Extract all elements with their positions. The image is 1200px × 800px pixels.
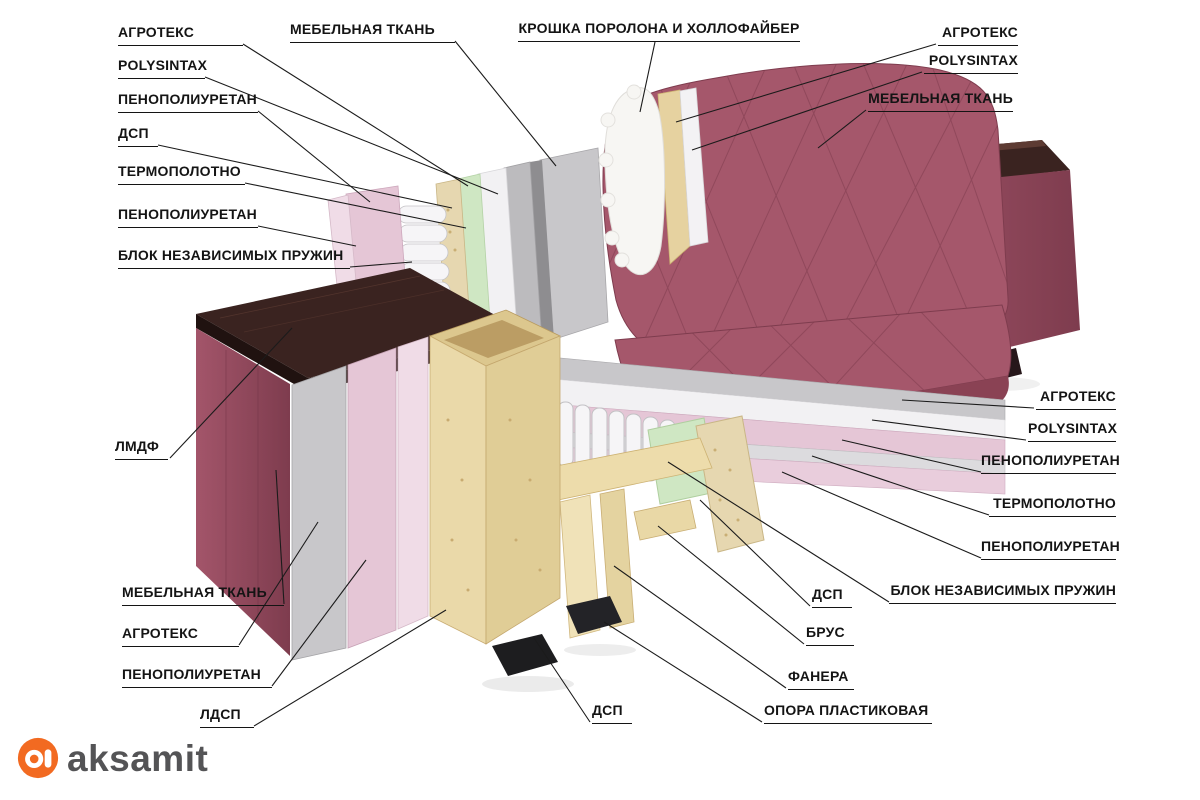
label-br-fanera: ФАНЕРА [788,668,854,690]
label-tr-polysintax: POLYSINTAX [924,52,1018,74]
plastic-foot-front [492,634,558,676]
label-tr-agroteks: АГРОТЕКС [938,24,1018,46]
label-tr-fabric: МЕБЕЛЬНАЯ ТКАНЬ [868,90,1013,112]
label-tl-foam-2: ПЕНОПОЛИУРЕТАН [118,206,258,228]
frame-board-right [599,488,635,629]
label-tc-filling: КРОШКА ПОРОЛОНА И ХОЛЛОФАЙБЕР [518,20,800,42]
label-r-polysintax: POLYSINTAX [1028,420,1117,442]
label-r-foam-2: ПЕНОПОЛИУРЕТАН [981,538,1120,560]
back-pillow-cutaway [598,84,709,276]
ldsp-box [429,309,561,645]
lmdf-wood-slab [196,268,522,378]
brand-logo-text: aksamit [67,737,209,779]
armrest-foam-light-layer [397,336,429,630]
label-tl-agroteks: АГРОТЕКС [118,24,243,46]
brand-logo: aksamit [16,736,208,780]
label-bc-support: ОПОРА ПЛАСТИКОВАЯ [764,702,932,724]
label-lmdf: ЛМДФ [115,438,168,460]
label-r-thermo: ТЕРМОПОЛОТНО [989,495,1116,517]
label-br-dsp: ДСП [812,586,852,608]
armrest-fabric-end [196,328,290,656]
label-bc-dsp: ДСП [592,702,632,724]
label-r-agroteks: АГРОТЕКС [1036,388,1116,410]
label-tl-dsp: ДСП [118,125,158,147]
label-bl-fabric: МЕБЕЛЬНАЯ ТКАНЬ [122,584,284,606]
label-tl-thermo: ТЕРМОПОЛОТНО [118,163,245,185]
pillow-filling [604,87,666,276]
pillow-polysintax-strip [679,87,709,247]
label-bl-agroteks: АГРОТЕКС [122,625,239,647]
timber-bar [633,499,697,541]
armrest-foam-layer [347,347,397,649]
label-bl-ldsp: ЛДСП [200,706,254,728]
label-r-foam-1: ПЕНОПОЛИУРЕТАН [981,452,1120,474]
label-br-brus: БРУС [806,624,854,646]
brand-logo-icon [17,737,59,779]
label-tl-springs: БЛОК НЕЗАВИСИМЫХ ПРУЖИН [118,247,350,269]
label-bl-foam: ПЕНОПОЛИУРЕТАН [122,666,272,688]
left-armrest-cutaway [196,268,561,661]
label-tc-fabric: МЕБЕЛЬНАЯ ТКАНЬ [290,21,455,43]
armrest-agroteks-layer [291,365,347,661]
label-tl-polysintax: POLYSINTAX [118,57,207,79]
label-tl-foam-1: ПЕНОПОЛИУРЕТАН [118,91,258,113]
label-r-springs: БЛОК НЕЗАВИСИМЫХ ПРУЖИН [889,582,1116,604]
